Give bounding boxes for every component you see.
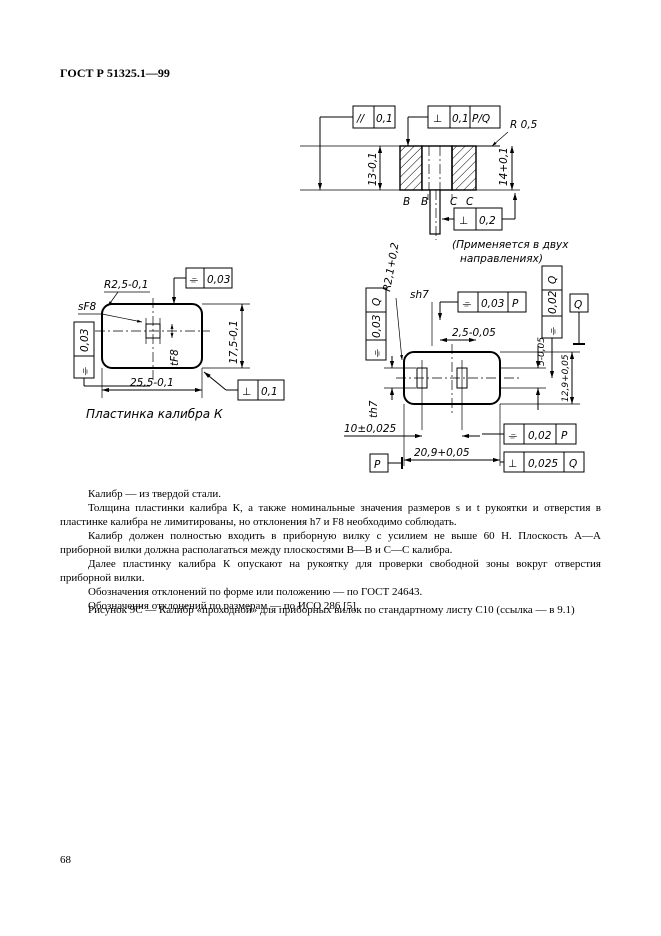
section-b2: B [421, 196, 428, 208]
sym-symbol-right-top: ⌯ [462, 298, 471, 310]
perp-symbol-right-bottom: ⊥ [508, 458, 517, 470]
sym-bottom-value: 0,02 [528, 430, 552, 442]
label-sF8: sF8 [78, 301, 97, 313]
fcf-parallelism-top: // 0,1 [317, 105, 396, 190]
fcf-symmetry-right-vertical-1: Q 0,03 ⌯ [365, 287, 387, 361]
sym-bottom-datum: P [561, 430, 568, 442]
fcf-perpendicularity-right-bottom: ⊥ 0,025 Q [500, 451, 585, 473]
sym-symbol-lefttop: ⌯ [189, 274, 198, 286]
radius-top-label: R 0,5 [510, 119, 538, 131]
vert-q2-value: 0,02 [547, 290, 559, 314]
sym-left-vert-value: 0,03 [79, 329, 91, 352]
paragraph-1: Калибр — из твердой стали. [88, 488, 221, 500]
sym-right-top-datum: P [512, 298, 519, 310]
datum-p-label: P [374, 459, 381, 471]
paragraph-5: Обозначения отклонений по форме или поло… [88, 586, 423, 598]
datum-q-label: Q [574, 299, 582, 311]
plate-k-view: R2,5-0,1 ⌯ 0,03 sF8 tF8 17,5-0,1 [73, 267, 285, 421]
dim-20-9: 20,9+0,05 [414, 447, 470, 459]
perp-symbol-mid: ⊥ [459, 215, 468, 227]
paragraph-3: Калибр должен полностью входить в прибор… [60, 530, 601, 556]
fcf-perpendicularity-left: ⊥ 0,1 [203, 371, 285, 401]
note-line1: (Применяется в двух [452, 239, 569, 251]
sym-symbol-leftvert: ⌯ [79, 367, 91, 376]
fcf-perpendicularity-top: ⊥ 0,1 P/Q [405, 105, 501, 146]
perp-bottom-datum: Q [569, 458, 577, 470]
page-number: 68 [60, 854, 71, 866]
dim-5: 5-0,05 [537, 337, 547, 366]
radius-left-label: R2,5-0,1 [104, 279, 148, 291]
sym-right-top-value: 0,03 [481, 298, 504, 310]
parallel-value: 0,1 [376, 113, 393, 125]
fcf-symmetry-left-top: ⌯ 0,03 [171, 267, 233, 304]
paragraph-4: Далее пластинку калибра К опускают на ру… [60, 558, 601, 584]
dim-17-5: 17,5-0,1 [228, 320, 240, 364]
dim-12-9: 12,9+0,05 [561, 354, 571, 402]
plug-front-view: R2,1+0,2 sh7 ⌯ 0,03 P Q 0,03 ⌯ 2,5-0,05 [344, 241, 589, 473]
fcf-perpendicularity-mid: ⊥ 0,2 [442, 193, 518, 231]
section-c1: C [450, 196, 458, 208]
dim-2-5: 2,5-0,05 [452, 327, 496, 339]
fcf-symmetry-left-vertical: 0,03 ⌯ [73, 321, 150, 387]
vert-q1-value: 0,03 [371, 315, 383, 338]
sym-symbol-right-bottom: ⌯ [508, 430, 517, 442]
fcf-symmetry-right-top: ⌯ 0,03 P [437, 291, 527, 320]
fcf-symmetry-right-bottom: ⌯ 0,02 P [482, 423, 577, 445]
vert-q2-symbol: ⌯ [547, 327, 559, 336]
paragraph-6: Обозначения отклонений по размерам — по … [88, 600, 359, 612]
note-line2: направлениях) [460, 253, 543, 265]
perp-left-value: 0,1 [261, 386, 278, 398]
perp-mid-value: 0,2 [479, 215, 496, 227]
dim-25-5: 25,5-0,1 [130, 377, 174, 389]
label-th7: th7 [368, 400, 380, 418]
perp-symbol-top: ⊥ [433, 113, 442, 125]
dim-14: 14+0,1 [498, 147, 510, 186]
document-header: ГОСТ Р 51325.1—99 [60, 66, 170, 80]
top-section-view: // 0,1 ⊥ 0,1 P/Q R 0,5 [300, 105, 569, 265]
figure-caption: Рисунок 9С — Калибр «проходной» для приб… [88, 604, 575, 616]
paragraph-2: Толщина пластинки калибра К, а также ном… [60, 502, 601, 528]
dim-10: 10±0,025 [344, 423, 397, 435]
section-b1: B [403, 196, 410, 208]
perp-symbol-left: ⊥ [242, 386, 251, 398]
body-text: Калибр — из твердой стали. Толщина пласт… [60, 487, 601, 613]
parallel-symbol: // [356, 113, 366, 125]
vert-q2-datum: Q [547, 276, 559, 284]
plate-k-caption: Пластинка калибра К [86, 407, 223, 421]
perp-top-datum: P/Q [472, 113, 490, 125]
radius-right-label: R2,1+0,2 [381, 241, 401, 292]
label-tF8: tF8 [169, 349, 181, 366]
label-sh7: sh7 [410, 289, 429, 301]
vert-q1-datum: Q [371, 298, 383, 306]
perp-top-value: 0,1 [452, 113, 469, 125]
perp-bottom-value: 0,025 [528, 458, 558, 470]
sym-left-top-value: 0,03 [207, 274, 230, 286]
section-c2: C [466, 196, 474, 208]
vert-q1-symbol: ⌯ [371, 349, 383, 358]
dim-13: 13-0,1 [367, 152, 379, 186]
technical-drawing: // 0,1 ⊥ 0,1 P/Q R 0,5 [73, 105, 589, 473]
fcf-symmetry-right-vertical-2: Q 0,02 ⌯ [541, 265, 563, 378]
